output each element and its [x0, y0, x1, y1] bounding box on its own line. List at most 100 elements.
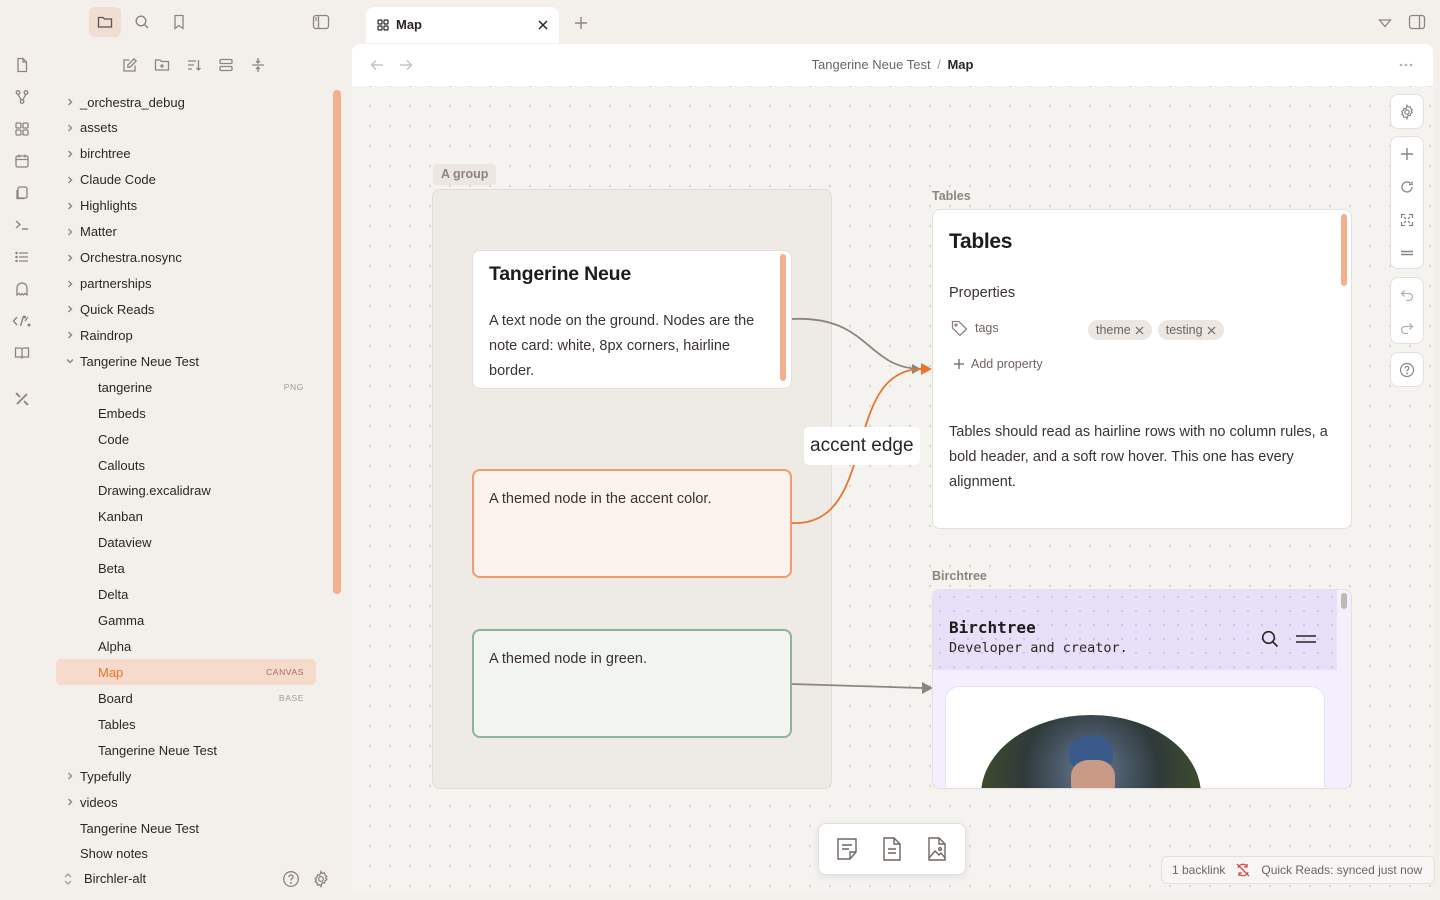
remove-tag-icon[interactable]	[1207, 326, 1216, 335]
tables-node-label[interactable]: Tables	[932, 189, 971, 203]
edge-text-to-tables[interactable]	[790, 318, 922, 370]
zoom-in-icon[interactable]	[1391, 137, 1423, 170]
zoom-to-fit-icon[interactable]	[1391, 203, 1423, 236]
property-name[interactable]: tags	[975, 321, 999, 335]
accent-node[interactable]: A themed node in the accent color.	[472, 469, 792, 578]
tree-file[interactable]: Tangerine Neue Test	[56, 737, 316, 763]
canvas-settings-gear-icon[interactable]	[1391, 95, 1423, 128]
tree-folder[interactable]: partnerships	[56, 271, 316, 297]
new-folder-icon[interactable]	[149, 52, 175, 78]
back-arrow-icon[interactable]	[368, 56, 386, 74]
chevron-right-icon[interactable]	[62, 304, 78, 314]
add-card-icon[interactable]	[829, 831, 865, 867]
chevron-right-icon[interactable]	[62, 175, 78, 185]
tree-file[interactable]: Code	[56, 426, 316, 452]
tree-file[interactable]: Embeds	[56, 400, 316, 426]
birchtree-scrollbar[interactable]	[1341, 593, 1347, 609]
tab-map[interactable]: Map	[366, 7, 559, 43]
tab-list-dropdown-icon[interactable]	[1374, 12, 1396, 34]
book-icon[interactable]	[11, 342, 33, 364]
menu-icon[interactable]	[1293, 628, 1319, 650]
chevron-right-icon[interactable]	[62, 97, 78, 107]
tree-folder[interactable]: Tangerine Neue Test	[56, 348, 316, 374]
new-tab-plus-icon[interactable]	[570, 12, 592, 34]
tree-folder[interactable]: Orchestra.nosync	[56, 245, 316, 271]
template-icon[interactable]	[11, 310, 33, 332]
new-note-icon[interactable]	[117, 52, 143, 78]
chevron-right-icon[interactable]	[62, 253, 78, 263]
settings-gear-icon[interactable]	[310, 869, 332, 889]
breadcrumb-current[interactable]: Map	[947, 57, 974, 72]
help-icon[interactable]	[280, 869, 302, 889]
green-node[interactable]: A themed node in green.	[472, 629, 792, 738]
tables-scrollbar[interactable]	[1341, 214, 1347, 286]
undo-icon[interactable]	[1391, 278, 1423, 311]
chevron-right-icon[interactable]	[62, 797, 78, 807]
sort-icon[interactable]	[181, 52, 207, 78]
tree-file[interactable]: Show notes	[56, 841, 316, 867]
tree-folder[interactable]: _orchestra_debug	[56, 89, 316, 115]
tree-file[interactable]: Alpha	[56, 634, 316, 660]
new-note-icon[interactable]	[11, 54, 33, 76]
chevron-right-icon[interactable]	[62, 227, 78, 237]
sidebar-toggle-icon[interactable]	[305, 7, 337, 37]
group-label[interactable]: A group	[433, 164, 497, 185]
tree-folder[interactable]: Raindrop	[56, 322, 316, 348]
more-options-icon[interactable]	[1396, 56, 1416, 74]
add-note-icon[interactable]	[874, 831, 910, 867]
tree-folder[interactable]: Claude Code	[56, 167, 316, 193]
add-property-button[interactable]: Add property	[953, 357, 1043, 371]
tags-field[interactable]: theme testing	[1088, 320, 1224, 340]
files-tab-folder-icon[interactable]	[89, 7, 121, 37]
terminal-icon[interactable]	[11, 214, 33, 236]
tree-folder[interactable]: Highlights	[56, 193, 316, 219]
edge-green-to-birchtree[interactable]	[790, 683, 923, 689]
tag-pill[interactable]: theme	[1088, 320, 1152, 340]
reset-zoom-icon[interactable]	[1391, 170, 1423, 203]
chevron-down-icon[interactable]	[62, 356, 78, 366]
search-icon[interactable]	[1259, 628, 1281, 650]
calendar-icon[interactable]	[11, 150, 33, 172]
redo-icon[interactable]	[1391, 311, 1423, 344]
close-tab-icon[interactable]	[534, 16, 552, 34]
graph-icon[interactable]	[11, 86, 33, 108]
text-node[interactable]: Tangerine Neue A text node on the ground…	[472, 250, 792, 389]
bookmark-tab-icon[interactable]	[163, 7, 195, 37]
chevron-right-icon[interactable]	[62, 330, 78, 340]
tree-folder[interactable]: Matter	[56, 219, 316, 245]
collapse-all-icon[interactable]	[245, 52, 271, 78]
tree-file[interactable]: Tables	[56, 711, 316, 737]
tree-file[interactable]: Gamma	[56, 608, 316, 634]
tree-file[interactable]: Tangerine Neue Test	[56, 815, 316, 841]
grid-icon[interactable]	[11, 118, 33, 140]
tree-folder[interactable]: videos	[56, 789, 316, 815]
tree-file[interactable]: Beta	[56, 556, 316, 582]
list-icon[interactable]	[11, 246, 33, 268]
sidebar-scrollbar[interactable]	[333, 90, 341, 594]
forward-arrow-icon[interactable]	[397, 56, 415, 74]
chevron-right-icon[interactable]	[62, 123, 78, 133]
breadcrumb-parent[interactable]: Tangerine Neue Test	[811, 57, 931, 72]
tree-file[interactable]: Delta	[56, 582, 316, 608]
chevron-right-icon[interactable]	[62, 771, 78, 781]
birchtree-node-label[interactable]: Birchtree	[932, 569, 987, 583]
tree-folder[interactable]: assets	[56, 115, 316, 141]
add-media-icon[interactable]	[919, 831, 955, 867]
tree-folder[interactable]: Quick Reads	[56, 296, 316, 322]
sync-status-icon[interactable]	[1235, 862, 1251, 878]
ghost-icon[interactable]	[11, 278, 33, 300]
zoom-out-icon[interactable]	[1391, 236, 1423, 269]
tools-icon[interactable]	[11, 388, 33, 410]
canvas-help-icon[interactable]	[1391, 353, 1423, 386]
chevron-right-icon[interactable]	[62, 201, 78, 211]
tag-pill[interactable]: testing	[1157, 320, 1224, 340]
right-sidebar-toggle-icon[interactable]	[1406, 11, 1428, 33]
tables-file-node[interactable]: Tables Properties tags theme testing Add…	[932, 209, 1352, 529]
tree-file[interactable]: Kanban	[56, 504, 316, 530]
tree-file[interactable]: Drawing.excalidraw	[56, 478, 316, 504]
tree-file[interactable]: Dataview	[56, 530, 316, 556]
copy-icon[interactable]	[11, 182, 33, 204]
